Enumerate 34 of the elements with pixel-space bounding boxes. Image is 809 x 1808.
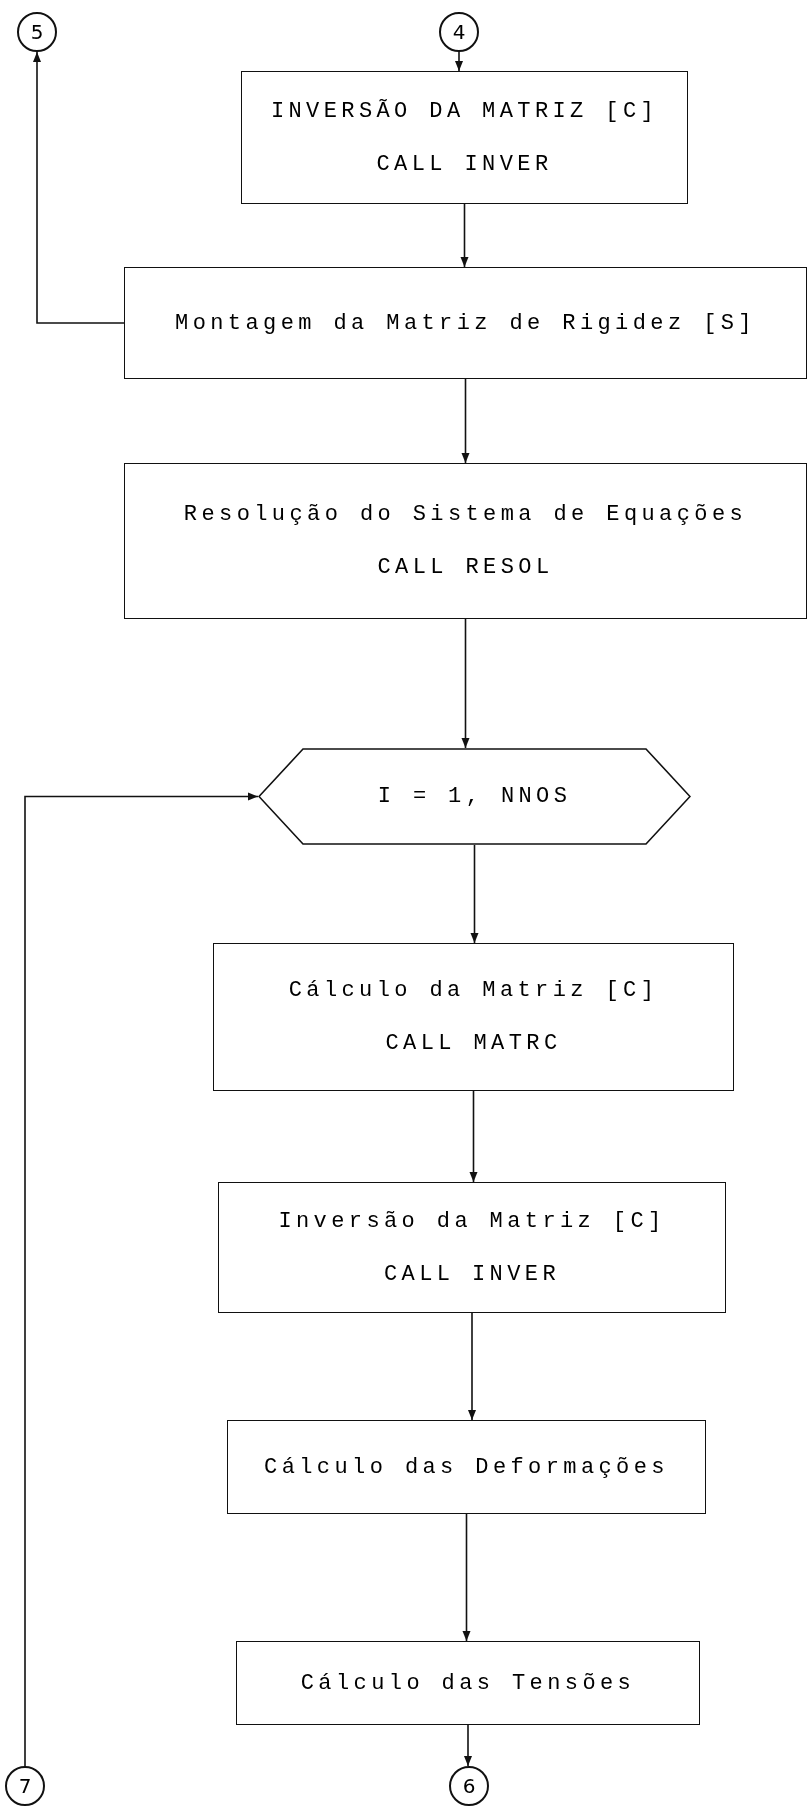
subroutine-call: CALL MATRC xyxy=(385,1030,562,1058)
process-title: Cálculo das Deformações xyxy=(264,1453,669,1482)
process-box xyxy=(227,1420,706,1514)
arrow xyxy=(455,51,463,72)
connector-number: 6 xyxy=(462,1773,476,1800)
arrow xyxy=(469,1090,478,1183)
process-title: Resolução do Sistema de Equações xyxy=(183,501,748,529)
process-title: Inversão da Matriz [C] xyxy=(278,1207,666,1236)
process-title: Cálculo das Tensões xyxy=(300,1669,636,1698)
arrow xyxy=(462,1513,471,1642)
process-title: Montagem da Matriz de Rigidez [S] xyxy=(175,309,756,338)
process-box xyxy=(124,267,807,379)
arrow xyxy=(461,618,470,749)
subroutine-call: CALL RESOL xyxy=(377,554,554,582)
arrow xyxy=(468,1312,476,1421)
loop-label: I = 1, NNOS xyxy=(377,783,572,811)
process-title: INVERSÃO DA MATRIZ [C] xyxy=(270,97,659,126)
subroutine-call: CALL INVER xyxy=(384,1260,560,1289)
connector-number: 4 xyxy=(452,19,466,46)
process-box xyxy=(213,943,734,1091)
process-title: Cálculo da Matriz [C] xyxy=(288,977,659,1005)
arrow xyxy=(464,1724,472,1767)
process-box xyxy=(241,71,688,204)
connector-number: 7 xyxy=(18,1773,32,1800)
process-box xyxy=(124,463,807,619)
arrow xyxy=(24,792,259,1767)
arrow xyxy=(460,203,469,268)
subroutine-call: CALL INVER xyxy=(376,150,553,179)
arrow xyxy=(470,844,479,944)
process-box xyxy=(236,1641,700,1725)
arrow xyxy=(461,378,470,464)
arrow xyxy=(33,51,125,324)
connector-number: 5 xyxy=(30,19,44,46)
process-box xyxy=(218,1182,726,1313)
